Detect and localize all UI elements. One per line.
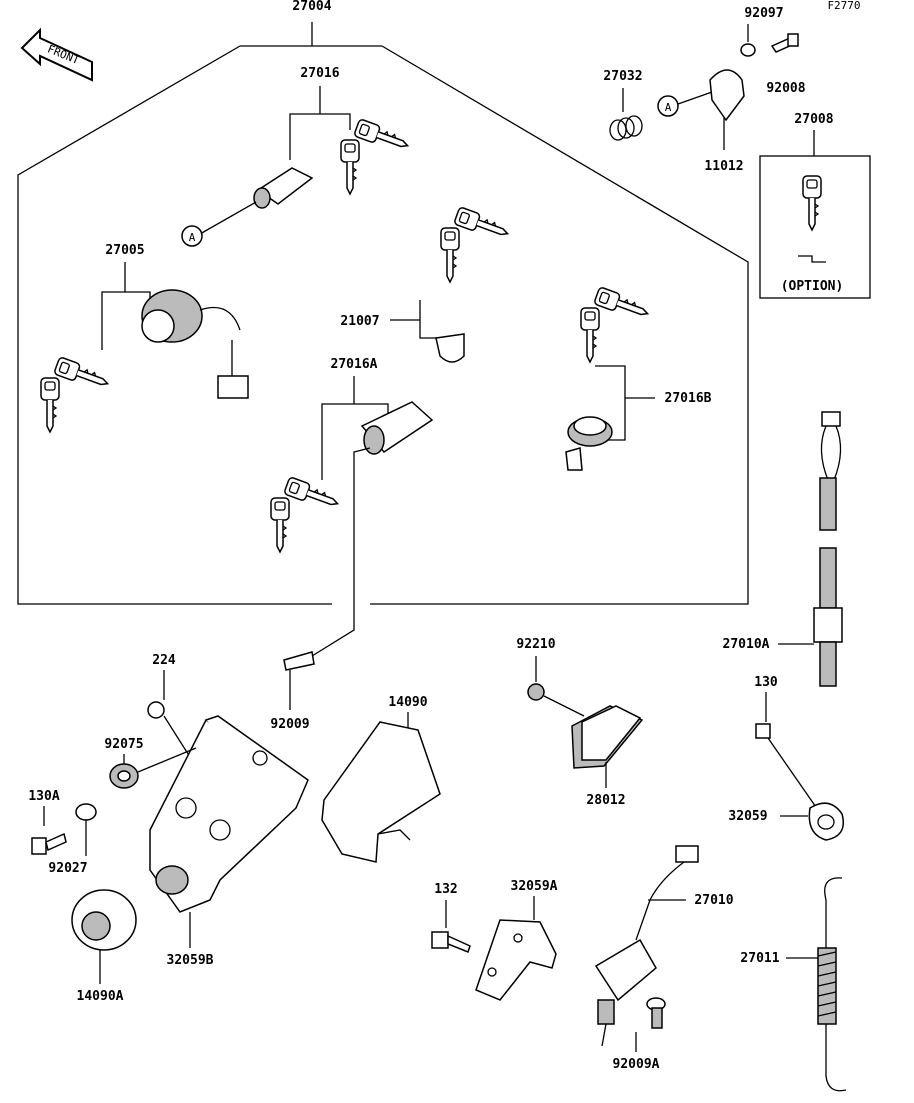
part-grommet-92075 [109, 747, 197, 789]
part-clamp-32059 [808, 802, 844, 841]
label-11012: 11012 [704, 159, 743, 174]
part-spring-27032 [609, 115, 643, 141]
part-screw-224 [147, 701, 203, 777]
part-washer-92097 [740, 43, 756, 57]
label-32059b: 32059B [167, 953, 214, 968]
label-32059: 32059 [728, 809, 767, 824]
label-32059a: 32059A [511, 879, 558, 894]
part-ignition-switch-27005 [141, 289, 249, 399]
part-cover-14090a [71, 889, 137, 951]
label-92009a: 92009A [613, 1057, 660, 1072]
label-27016: 27016 [300, 66, 339, 81]
part-cap-11012 [709, 69, 745, 150]
label-92009: 92009 [270, 717, 309, 732]
ref-marker-a-2-label: A [665, 101, 672, 114]
ref-marker-a-2 [657, 95, 679, 117]
part-lock-cylinder-27016 [253, 167, 314, 209]
label-27010: 27010 [694, 893, 733, 908]
part-bracket-32059a [475, 919, 557, 1001]
part-washer-92027 [75, 803, 97, 821]
part-bracket-32059b [149, 715, 309, 913]
label-27016b: 27016B [665, 391, 712, 406]
part-lock-27016b [565, 416, 613, 471]
part-plate-28012 [571, 705, 644, 769]
label-27011: 27011 [740, 951, 779, 966]
label-27016a: 27016A [331, 357, 378, 372]
label-92210: 92210 [516, 637, 555, 652]
label-92027: 92027 [48, 861, 87, 876]
label-132: 132 [434, 882, 457, 897]
front-arrow-icon: FRONT [20, 27, 93, 82]
part-bolt-132 [431, 931, 471, 953]
part-switch-27010 [594, 845, 699, 1047]
part-lock-21007 [435, 333, 465, 363]
part-bolt-130a [31, 832, 67, 855]
label-27008: 27008 [794, 112, 833, 127]
label-130: 130 [754, 675, 778, 690]
diagram-code: F2770 [827, 0, 860, 12]
label-14090: 14090 [388, 695, 427, 710]
label-21007: 21007 [340, 314, 379, 329]
ref-marker-a [181, 225, 203, 247]
label-92075: 92075 [104, 737, 143, 752]
label-130a: 130A [28, 789, 59, 804]
option-label: (OPTION) [781, 279, 844, 294]
label-27032: 27032 [603, 69, 642, 84]
part-switch-27010a [813, 411, 843, 687]
option-box [759, 155, 871, 299]
label-27005: 27005 [105, 243, 144, 258]
label-224: 224 [152, 653, 176, 668]
part-nut-92210 [527, 683, 585, 717]
label-28012: 28012 [586, 793, 625, 808]
kit-27004-outline [17, 22, 749, 605]
part-screw-92009a [646, 997, 666, 1029]
label-14090a: 14090A [77, 989, 124, 1004]
label-92008: 92008 [766, 81, 805, 96]
label-92097: 92097 [744, 6, 783, 21]
part-cover-14090 [321, 721, 441, 863]
part-bolt-130 [755, 723, 819, 811]
part-cable-27011 [817, 877, 847, 1092]
label-27010a: 27010A [723, 637, 770, 652]
part-screw-92008 [770, 33, 799, 53]
part-lock-27016a [360, 401, 434, 455]
ref-marker-a-label: A [189, 231, 196, 244]
label-27004: 27004 [292, 0, 331, 14]
part-screw-92009 [283, 651, 315, 710]
